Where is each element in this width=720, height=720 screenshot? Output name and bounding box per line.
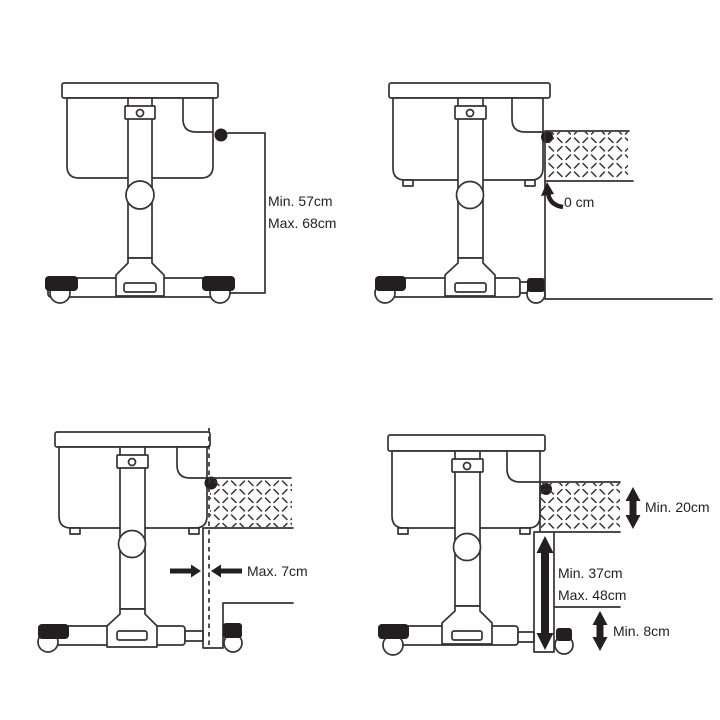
measure-line <box>227 132 266 294</box>
bed-side-brake <box>223 623 242 638</box>
brake-right <box>527 278 545 292</box>
arrow-right-icon <box>191 564 201 578</box>
dimension-label: 0 cm <box>564 194 594 210</box>
stem-collar <box>454 105 487 120</box>
adult-bed <box>544 130 713 300</box>
arrow-head-icon <box>541 182 554 196</box>
bassinet-illustration <box>374 82 553 304</box>
crib-stem <box>454 450 481 607</box>
stem-collar <box>124 105 156 120</box>
panel-max-overlap: Max. 7cm <box>37 428 308 653</box>
stem-collar <box>451 458 484 473</box>
dimension-line-height: Min. 57cm Max. 68cm <box>227 132 336 294</box>
basket-foot-left <box>397 527 409 535</box>
overlap-annotation: Max. 7cm <box>170 428 308 648</box>
bassinet-illustration <box>37 431 218 653</box>
arrow-up-icon <box>592 611 608 625</box>
base-slot <box>123 282 157 293</box>
base-connector <box>517 631 535 643</box>
bassinet-illustration <box>378 434 552 656</box>
brake-right <box>202 276 235 291</box>
panel-bed-requirements: Min. 20cm Min. 37cm Max. 48cm Min. 8cm <box>378 434 710 656</box>
brake-left <box>375 276 406 291</box>
brake-left <box>378 624 409 639</box>
panel-crib-height-range: Min. 57cm Max. 68cm <box>45 82 336 304</box>
arrow-down-icon <box>625 515 641 529</box>
brake-left <box>38 624 69 639</box>
crib-top-rim <box>54 431 211 448</box>
underbed-clearance-annotation: Min. 8cm <box>592 611 670 651</box>
crib-stem <box>457 97 484 259</box>
crib-dropside-edge <box>506 450 541 483</box>
dimension-label: Min. 8cm <box>613 623 670 639</box>
frame-height-annotation: Min. 37cm Max. 48cm <box>536 536 626 650</box>
gap-annotation: 0 cm <box>541 182 594 210</box>
adult-bed <box>202 477 294 653</box>
collar-screw <box>465 108 475 118</box>
base-slot <box>116 630 148 641</box>
panel-zero-gap: 0 cm <box>374 82 713 304</box>
crib-dropside-edge <box>182 97 214 133</box>
dimension-label: Min. 20cm <box>645 499 710 515</box>
crib-dropside-edge <box>511 97 544 133</box>
crib-top-rim <box>387 434 546 452</box>
arrow-up-icon <box>625 487 641 501</box>
bed-frame-lines <box>544 130 713 300</box>
mattress-hatch <box>541 483 620 531</box>
crib-stem <box>127 97 153 259</box>
arrow-down-icon <box>536 633 554 650</box>
crib-top-rim <box>388 82 551 99</box>
bed-side-brake <box>556 628 572 641</box>
collar-screw <box>127 457 137 467</box>
bassinet-illustration <box>45 82 235 304</box>
dimension-label: Min. 37cm <box>558 565 623 581</box>
adult-bed <box>533 481 621 655</box>
base-slot <box>451 630 483 641</box>
mattress-hatch <box>210 479 292 527</box>
hinge-knob <box>117 529 147 559</box>
brake-left <box>45 276 78 291</box>
dimension-label: Max. 7cm <box>247 563 308 579</box>
dimension-label: Max. 68cm <box>268 215 336 231</box>
bed-frame-lines <box>533 481 621 653</box>
base-hub <box>106 608 158 648</box>
crib-dropside-edge <box>176 446 208 479</box>
arrow-down-icon <box>592 637 608 651</box>
mattress-hatch <box>546 132 628 180</box>
basket-foot-right <box>188 527 200 535</box>
hinge-knob <box>455 180 485 210</box>
arrow-left-icon <box>211 564 221 578</box>
dimension-label: Min. 57cm <box>268 193 333 209</box>
stem-collar <box>116 454 149 469</box>
basket-foot-right <box>524 179 536 187</box>
collar-screw <box>135 108 145 118</box>
base-slot <box>454 282 487 293</box>
attachment-knob <box>214 128 228 142</box>
crib-stem <box>119 446 146 610</box>
basket-foot-left <box>402 179 414 187</box>
basket-foot-right <box>519 527 531 535</box>
base-connector <box>184 630 204 642</box>
basket-foot-left <box>69 527 81 535</box>
dimension-label: Max. 48cm <box>558 587 626 603</box>
collar-screw <box>462 461 472 471</box>
mattress-thickness-annotation: Min. 20cm <box>625 487 710 529</box>
crib-top-rim <box>61 82 219 99</box>
hinge-knob <box>452 532 482 562</box>
hinge-knob <box>125 180 155 210</box>
bed-frame-lines <box>202 477 294 649</box>
arrow-up-icon <box>536 536 554 553</box>
